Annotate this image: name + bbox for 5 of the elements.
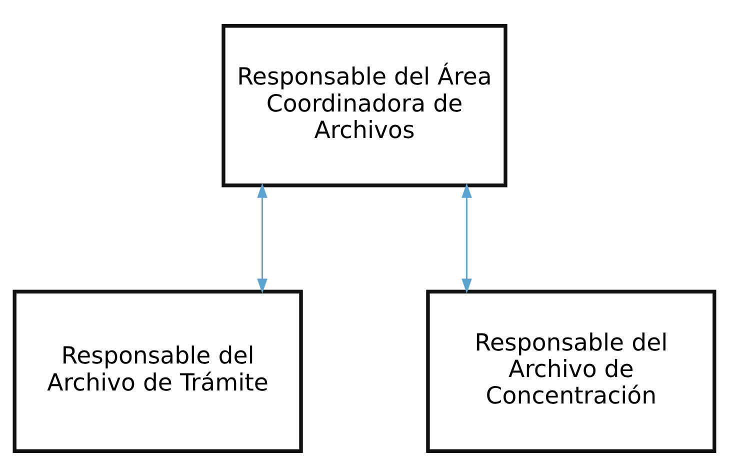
node-box: Responsable del Archivo de Trámite	[12, 289, 303, 452]
node-box: Responsable del Archivo de Concentración	[426, 289, 716, 452]
arrow	[257, 182, 268, 293]
node-box: Responsable del Área Coordinadora de Archivos	[222, 24, 508, 187]
arrow	[462, 182, 472, 293]
